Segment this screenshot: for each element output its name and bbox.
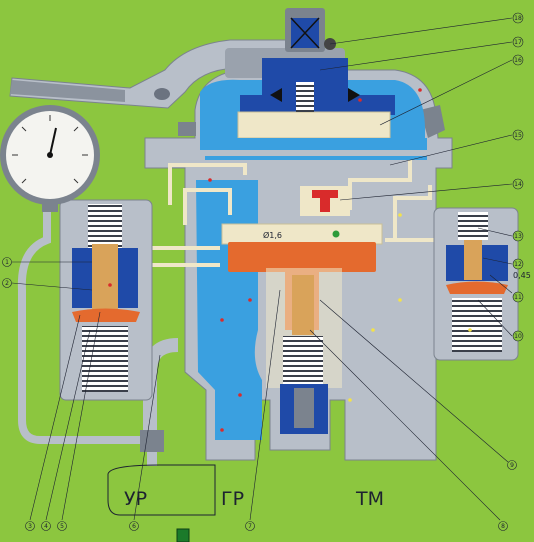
callout-7: 7 xyxy=(248,523,252,530)
callouts: 1 2 3 4 5 6 7 8 9 10 11 12 13 14 15 16 1… xyxy=(2,12,524,531)
label-ur: УР xyxy=(124,488,147,510)
left-regulator xyxy=(59,199,153,401)
label-tm: ТМ xyxy=(355,488,384,510)
callout-18: 18 xyxy=(514,15,522,22)
callout-4: 4 xyxy=(44,523,48,530)
spring-icon xyxy=(296,82,314,112)
spring-icon xyxy=(82,326,128,392)
callout-16: 16 xyxy=(514,57,522,64)
leader-lines xyxy=(11,17,513,521)
pressure-gauge-icon xyxy=(0,105,100,212)
relay-valve xyxy=(221,186,383,434)
ur-tank-outline xyxy=(107,464,216,516)
regulator-diaphragm xyxy=(237,111,391,139)
callout-9: 9 xyxy=(510,462,514,469)
callout-13: 13 xyxy=(514,233,522,240)
ur-pipe-fitting xyxy=(140,430,164,452)
callout-2: 2 xyxy=(5,280,9,287)
spring-icon xyxy=(88,204,122,248)
pressure-dots xyxy=(108,88,472,432)
callout-3: 3 xyxy=(28,523,32,530)
callout-10: 10 xyxy=(514,333,522,340)
right-diaphragm xyxy=(446,281,508,294)
label-gr: ГР xyxy=(221,488,244,510)
spring-icon xyxy=(452,298,502,352)
gauge-tube xyxy=(17,200,150,444)
callout-11: 11 xyxy=(514,294,522,301)
upper-regulator xyxy=(205,58,427,160)
relay-piston xyxy=(228,242,376,272)
ur-pipe-stub xyxy=(147,452,157,466)
indicator-square xyxy=(176,528,190,542)
callout-5: 5 xyxy=(60,523,64,530)
callout-1: 1 xyxy=(5,259,9,266)
callout-17: 17 xyxy=(514,39,522,46)
callout-12: 12 xyxy=(514,261,522,268)
right-regulator xyxy=(433,207,519,361)
callout-6: 6 xyxy=(132,523,136,530)
label-orifice-1: Ø1,6 xyxy=(263,230,282,240)
spring-icon xyxy=(458,212,488,240)
spring-icon xyxy=(283,336,323,386)
callout-8: 8 xyxy=(501,523,505,530)
left-diaphragm xyxy=(72,308,140,322)
label-orifice-2: 0,45 xyxy=(513,271,531,280)
callout-14: 14 xyxy=(514,181,522,188)
callout-15: 15 xyxy=(514,132,522,139)
